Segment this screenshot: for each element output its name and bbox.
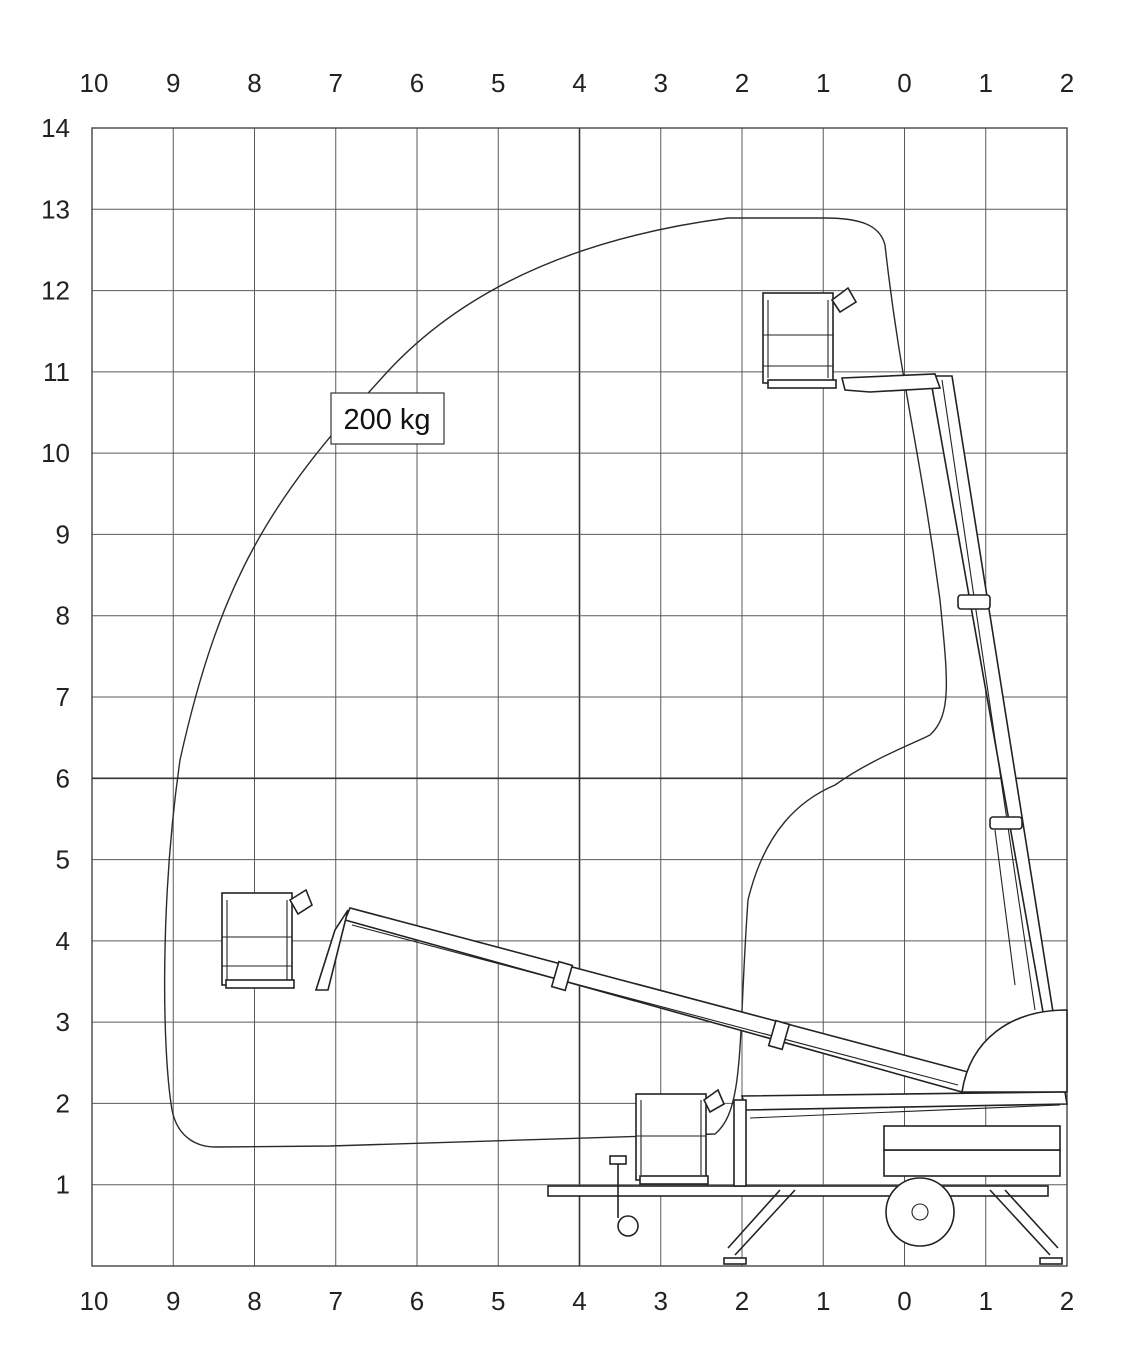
left-axis-tick-label: 4 xyxy=(56,926,70,956)
top-axis-tick-label: 7 xyxy=(329,68,343,98)
bottom-axis-tick-label: 5 xyxy=(491,1286,505,1316)
top-axis-tick-label: 1 xyxy=(816,68,830,98)
left-axis-tick-label: 11 xyxy=(43,357,70,387)
left-axis-tick-label: 1 xyxy=(56,1170,70,1200)
capacity-label-text: 200 kg xyxy=(343,404,430,436)
working-envelope-outline xyxy=(163,217,948,1148)
top-axis-tick-label: 2 xyxy=(735,68,749,98)
left-axis-tick-label: 5 xyxy=(56,845,70,875)
jockey-wheel xyxy=(617,1215,639,1237)
left-axis-tick-label: 3 xyxy=(56,1007,70,1037)
top-axis-tick-label: 6 xyxy=(410,68,424,98)
outrigger-rear xyxy=(989,1189,1063,1265)
bottom-axis-tick-label: 0 xyxy=(897,1286,911,1316)
top-axis-tick-label: 4 xyxy=(572,68,586,98)
left-axis-tick-label: 7 xyxy=(56,682,70,712)
bottom-axis-tick-label: 3 xyxy=(654,1286,668,1316)
left-axis-tick-label: 13 xyxy=(41,194,70,224)
top-axis-tick-label: 1 xyxy=(979,68,993,98)
bottom-axis-tick-label: 7 xyxy=(329,1286,343,1316)
bottom-axis-tick-label: 9 xyxy=(166,1286,180,1316)
platform-basket-stowed xyxy=(635,1088,726,1185)
plot-frame xyxy=(91,127,1068,1267)
left-axis-tick-label: 8 xyxy=(56,601,70,631)
left-axis-tick-label: 6 xyxy=(56,763,70,793)
left-axis-tick-label: 9 xyxy=(56,519,70,549)
boom-outreach-position xyxy=(221,888,970,1093)
machine-stowed-transport xyxy=(547,1088,1068,1265)
top-axis-tick-label: 0 xyxy=(897,68,911,98)
bottom-axis-tick-label: 2 xyxy=(1060,1286,1074,1316)
left-axis-tick-label: 14 xyxy=(41,113,70,143)
road-wheel xyxy=(885,1177,955,1247)
bottom-axis-tick-label: 6 xyxy=(410,1286,424,1316)
bottom-axis-tick-label: 1 xyxy=(979,1286,993,1316)
top-axis-tick-label: 2 xyxy=(1060,68,1074,98)
capacity-label: 200 kg xyxy=(330,392,445,445)
top-axis-tick-label: 8 xyxy=(247,68,261,98)
outrigger-front xyxy=(723,1189,796,1265)
left-axis-tick-label: 12 xyxy=(41,276,70,306)
top-axis-tick-label: 10 xyxy=(80,68,109,98)
bottom-axis-tick-label: 2 xyxy=(735,1286,749,1316)
top-axis-tick-label: 9 xyxy=(166,68,180,98)
bottom-axis-tick-label: 8 xyxy=(247,1286,261,1316)
bottom-axis-tick-label: 1 xyxy=(816,1286,830,1316)
turntable-dome xyxy=(961,1009,1068,1093)
left-axis-tick-label: 2 xyxy=(56,1088,70,1118)
platform-basket-outreach xyxy=(221,888,313,989)
bottom-axis-tick-label: 10 xyxy=(80,1286,109,1316)
grid xyxy=(92,128,1067,1266)
platform-basket-raised xyxy=(762,286,858,389)
top-axis-tick-label: 3 xyxy=(654,68,668,98)
bottom-axis-tick-label: 4 xyxy=(572,1286,586,1316)
boom-raised-position xyxy=(762,286,1054,1013)
left-axis-tick-label: 10 xyxy=(41,438,70,468)
top-axis-tick-label: 5 xyxy=(491,68,505,98)
